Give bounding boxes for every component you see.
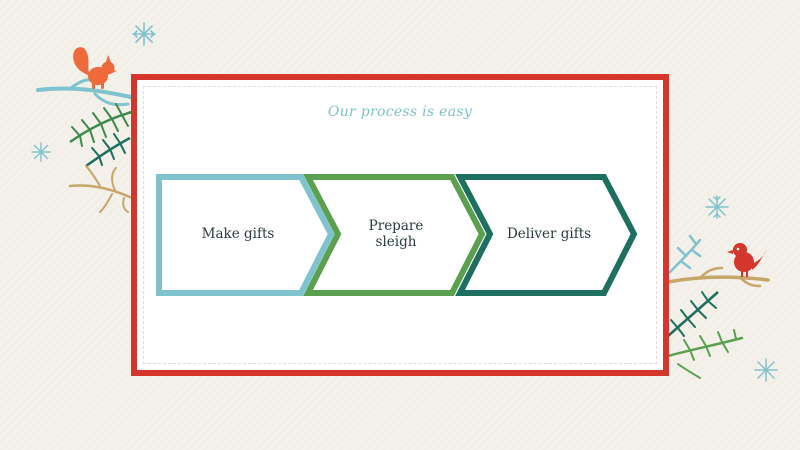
pine-branch-icon <box>666 234 770 379</box>
process-step-make-gifts <box>156 174 335 296</box>
step-label-deliver-gifts: Deliver gifts <box>506 226 592 242</box>
step-label-make-gifts: Make gifts <box>201 226 275 242</box>
squirrel-icon <box>73 47 117 89</box>
process-step-deliver-gifts <box>455 174 638 296</box>
inner-border <box>143 86 657 364</box>
snowflake-icon <box>31 142 51 162</box>
bird-icon <box>727 243 766 277</box>
snowflake-icon <box>754 358 778 382</box>
pine-branch-icon <box>36 77 137 213</box>
snowflake-icon <box>132 22 156 46</box>
snowflake-icon <box>705 195 729 219</box>
process-step-prepare-sleigh <box>303 174 486 296</box>
slide-title: Our process is easy <box>327 104 473 120</box>
step-label-prepare-sleigh: Prepare sleigh <box>368 218 424 250</box>
